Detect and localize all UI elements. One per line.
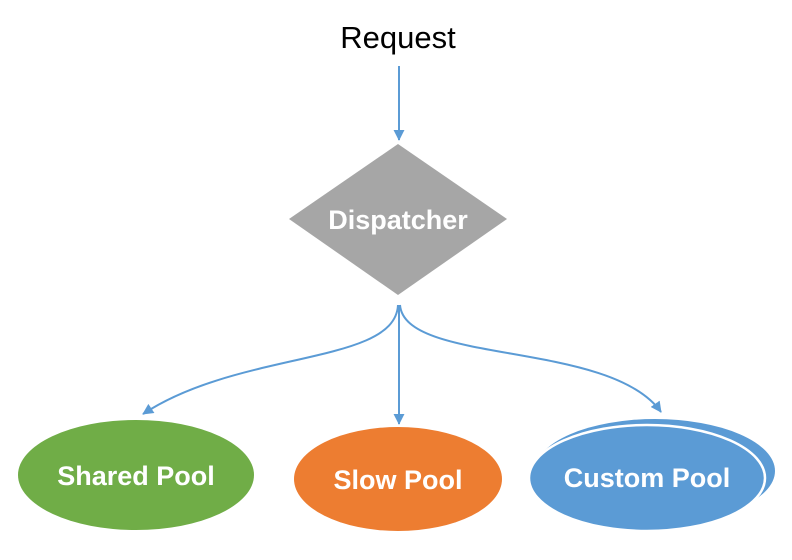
slow-pool-ellipse bbox=[294, 427, 502, 531]
dispatcher-to-custom-pool-arrow bbox=[399, 304, 662, 413]
dispatcher-label: Dispatcher bbox=[328, 205, 468, 235]
slow-pool-label: Slow Pool bbox=[333, 465, 462, 495]
dispatcher-to-shared-pool-arrow bbox=[142, 304, 399, 415]
custom-pool-label: Custom Pool bbox=[564, 463, 731, 493]
custom-pool-front-ellipse bbox=[527, 423, 767, 533]
request-label: Request bbox=[340, 20, 456, 55]
dispatcher-diamond bbox=[289, 144, 507, 295]
shared-pool-label: Shared Pool bbox=[57, 461, 215, 491]
shared-pool-ellipse bbox=[18, 420, 254, 530]
